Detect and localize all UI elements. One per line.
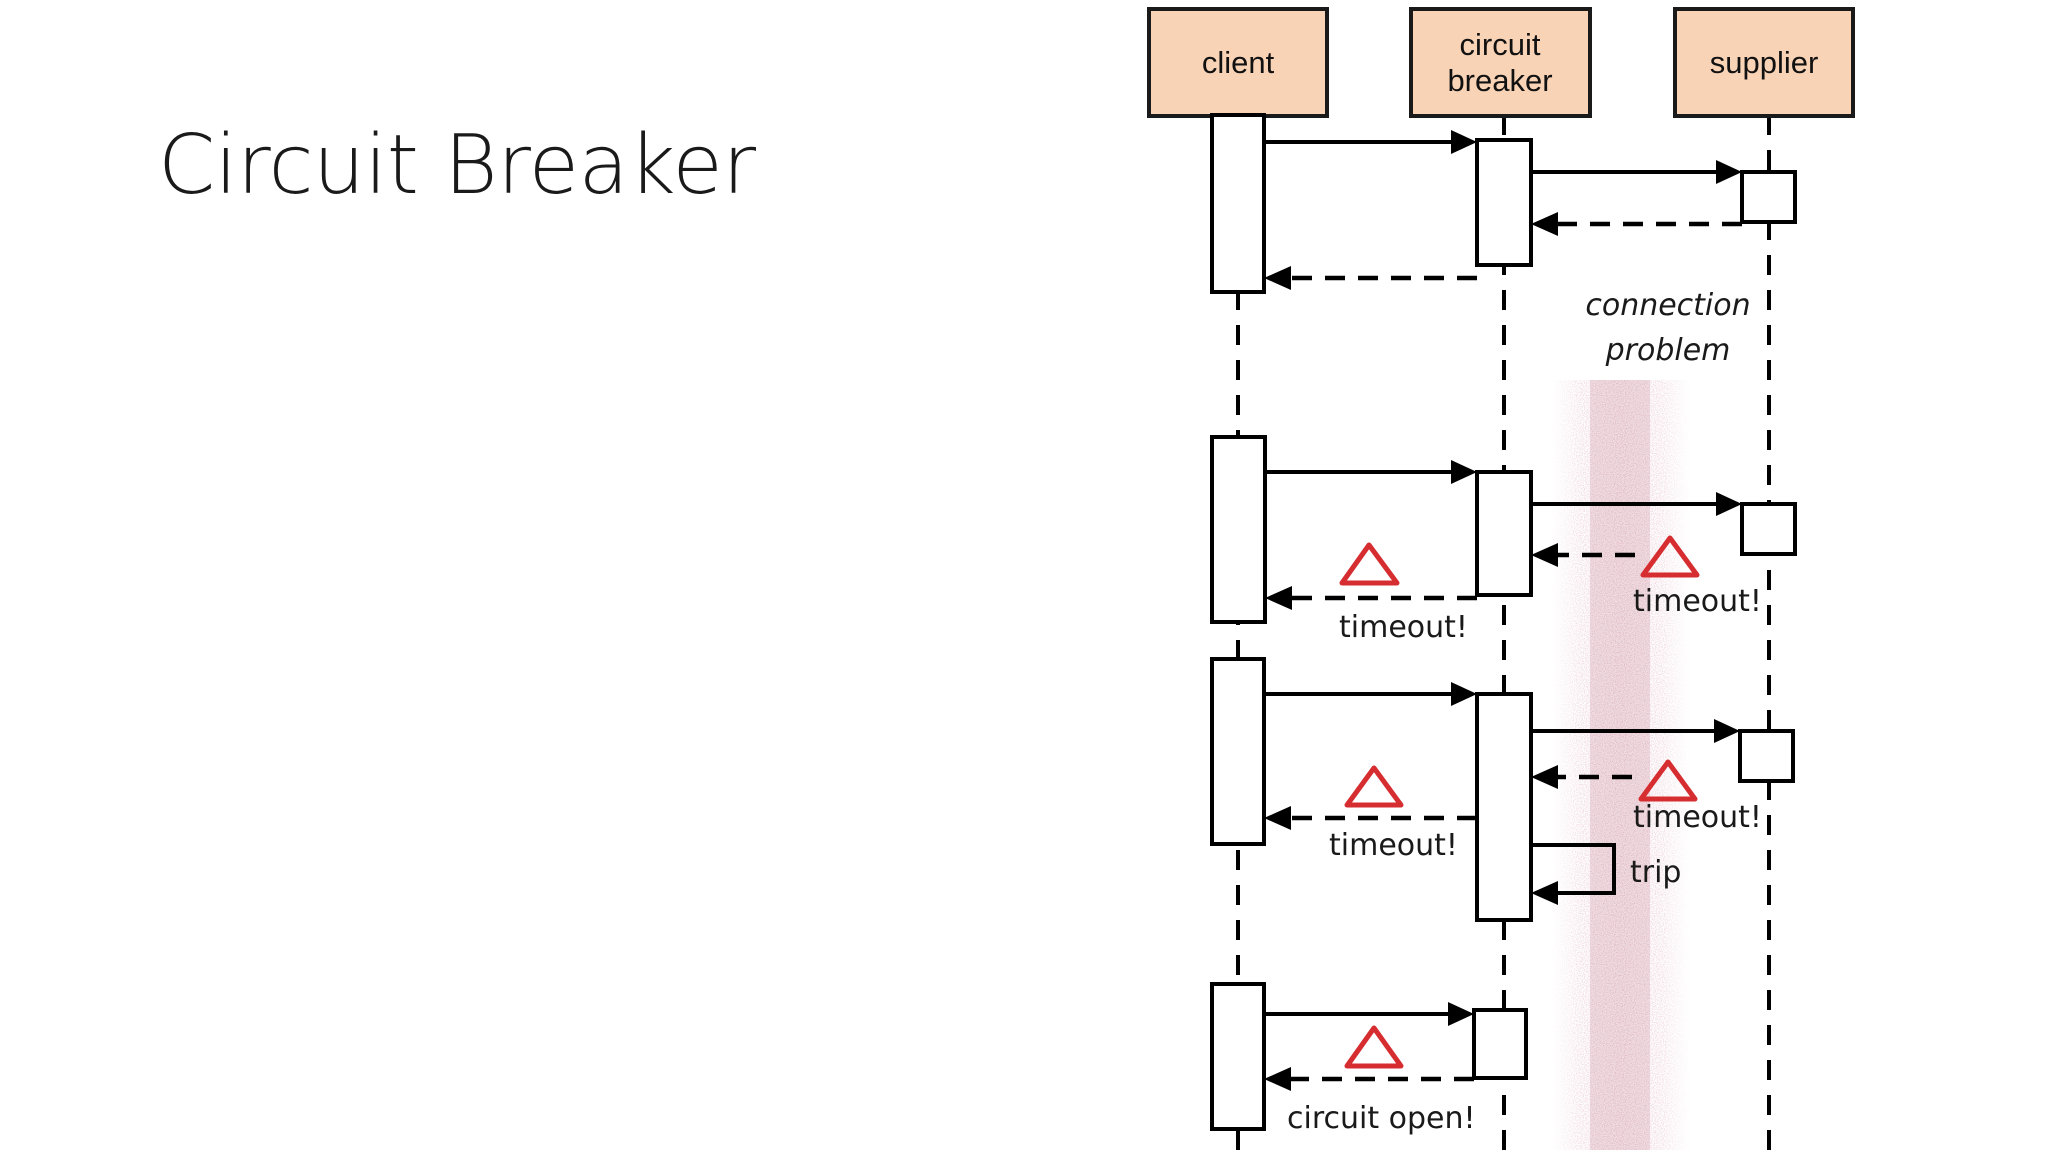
timeout-label-cb-1: timeout! <box>1633 584 1762 619</box>
trip-self-message <box>1531 843 1616 895</box>
timeout-label-client-2: timeout! <box>1329 828 1458 863</box>
cb-activation-1 <box>1475 138 1533 267</box>
connection-problem-label-2: problem <box>1605 333 1731 368</box>
arrowhead <box>1448 1002 1474 1026</box>
supplier-activation-3 <box>1738 729 1795 783</box>
timeout-label-client-1: timeout! <box>1339 610 1468 645</box>
client-activation-1 <box>1210 113 1266 294</box>
arrowhead <box>1531 881 1558 905</box>
participant-supplier: supplier <box>1673 7 1855 118</box>
arrowhead <box>1265 586 1292 610</box>
cb-activation-4 <box>1472 1008 1528 1080</box>
arrowhead <box>1716 492 1742 516</box>
warning-triangle-icon <box>1339 542 1400 586</box>
circuit-open-label: circuit open! <box>1287 1101 1476 1136</box>
client-activation-2 <box>1210 435 1267 624</box>
participant-client: client <box>1147 7 1329 118</box>
slide-title: Circuit Breaker <box>158 118 756 213</box>
labels: connection problem timeout! timeout! tim… <box>1287 288 1762 1136</box>
participant-circuit-breaker-label-2: breaker <box>1447 63 1552 98</box>
cb-activation-2 <box>1475 470 1533 597</box>
supplier-activation-1 <box>1740 170 1797 224</box>
participant-circuit-breaker-label-1: circuit <box>1460 27 1541 62</box>
arrowhead <box>1531 543 1558 567</box>
participant-supplier-label: supplier <box>1710 45 1819 80</box>
warning-triangle-icon <box>1640 535 1700 578</box>
warning-triangle-icon <box>1344 765 1404 808</box>
warnings <box>1339 535 1700 1069</box>
supplier-activation-2 <box>1740 502 1797 556</box>
arrowhead <box>1531 765 1558 789</box>
client-activation-4 <box>1210 982 1266 1131</box>
timeout-label-cb-2: timeout! <box>1633 800 1762 835</box>
arrowhead <box>1714 719 1740 743</box>
arrowhead <box>1264 1067 1291 1091</box>
arrowhead <box>1451 682 1477 706</box>
arrowhead <box>1531 212 1558 236</box>
messages <box>1264 130 1742 1091</box>
cb-activation-3 <box>1475 692 1533 922</box>
arrowhead <box>1451 130 1477 154</box>
arrowhead <box>1451 460 1477 484</box>
arrowhead <box>1716 160 1742 184</box>
participant-client-label: client <box>1202 45 1275 80</box>
warning-triangle-icon <box>1638 759 1698 802</box>
trip-label: trip <box>1630 855 1681 890</box>
arrowhead <box>1264 806 1291 830</box>
connection-problem-label-1: connection <box>1585 288 1750 323</box>
participant-circuit-breaker: circuit breaker <box>1409 7 1592 118</box>
arrowhead <box>1264 266 1291 290</box>
activation-bars <box>1210 113 1797 1131</box>
warning-triangle-icon <box>1344 1025 1404 1069</box>
client-activation-3 <box>1210 657 1266 846</box>
